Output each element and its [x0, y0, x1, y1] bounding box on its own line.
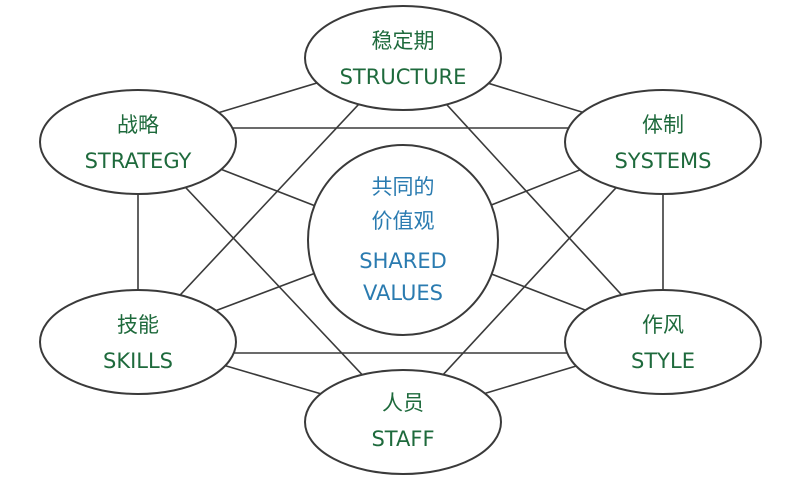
node-skills-shape — [39, 289, 237, 395]
strategy-en: STRATEGY — [85, 149, 192, 173]
shared-values-zh-line2: 价值观 — [372, 209, 435, 233]
systems-en: SYSTEMS — [614, 149, 711, 173]
node-staff-shape — [304, 369, 502, 475]
node-strategy: 战略 STRATEGY — [39, 89, 237, 195]
shared-values-en-line2: VALUES — [363, 281, 443, 305]
style-en: STYLE — [631, 349, 695, 373]
node-shared-values: 共同的 价值观 SHARED VALUES — [307, 144, 499, 336]
node-strategy-shape — [39, 89, 237, 195]
node-structure: 稳定期 STRUCTURE — [304, 5, 502, 111]
node-style-shape — [564, 289, 762, 395]
structure-zh: 稳定期 — [372, 29, 435, 53]
strategy-zh: 战略 — [117, 113, 159, 137]
skills-zh: 技能 — [117, 313, 159, 337]
node-structure-shape — [304, 5, 502, 111]
node-skills: 技能 SKILLS — [39, 289, 237, 395]
staff-en: STAFF — [371, 427, 434, 451]
shared-values-en-line1: SHARED — [359, 249, 447, 273]
staff-zh: 人员 — [382, 391, 424, 415]
node-staff: 人员 STAFF — [304, 369, 502, 475]
node-style: 作风 STYLE — [564, 289, 762, 395]
node-systems: 体制 SYSTEMS — [564, 89, 762, 195]
node-systems-shape — [564, 89, 762, 195]
skills-en: SKILLS — [103, 349, 173, 373]
node-shared-values-shape — [307, 144, 499, 336]
structure-en: STRUCTURE — [340, 65, 467, 89]
shared-values-zh-line1: 共同的 — [372, 175, 435, 199]
style-zh: 作风 — [642, 313, 684, 337]
systems-zh: 体制 — [642, 113, 684, 137]
